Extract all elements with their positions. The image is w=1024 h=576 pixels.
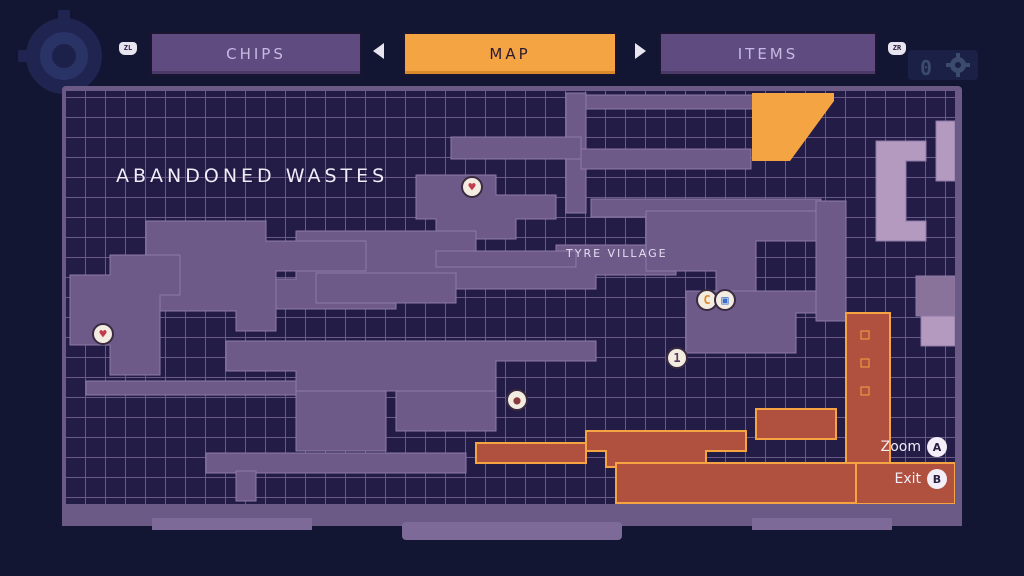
tab-chips[interactable]: CHIPS: [150, 32, 362, 76]
counter-value: 0: [920, 56, 933, 80]
corner-gear-decoration: [18, 10, 102, 94]
player-location-icon: ●: [506, 389, 528, 411]
exit-label: Exit: [894, 471, 921, 487]
zoom-label: Zoom: [880, 439, 921, 455]
menu-tab-bar: ZL CHIPS MAP ITEMS ZR: [0, 0, 1024, 86]
heart-icon[interactable]: ♥: [461, 176, 483, 198]
region-title: ABANDONED WASTES: [116, 165, 389, 187]
counter-panel: [908, 50, 978, 80]
tab-map[interactable]: MAP: [403, 32, 617, 76]
tab-items[interactable]: ITEMS: [659, 32, 877, 76]
heart-icon[interactable]: ♥: [92, 323, 114, 345]
map-frame-base: [62, 504, 962, 540]
b-button-icon: B: [927, 469, 947, 489]
zoom-control[interactable]: Zoom A: [881, 437, 947, 457]
tab-next-arrow-icon[interactable]: [635, 43, 646, 59]
place-label-tyre-village: TYRE VILLAGE: [566, 247, 668, 260]
save-point-icon[interactable]: ▣: [714, 289, 736, 311]
exit-control[interactable]: Exit B: [894, 469, 947, 489]
key-icon[interactable]: 1: [666, 347, 688, 369]
map-rooms: [69, 92, 955, 504]
zl-button-hint: ZL: [119, 42, 137, 55]
map-viewport[interactable]: ABANDONED WASTES TYRE VILLAGE ♥ ♥ C ▣ 1 …: [66, 91, 955, 504]
zr-button-hint: ZR: [888, 42, 906, 55]
a-button-icon: A: [927, 437, 947, 457]
gear-icon: [946, 53, 970, 77]
tab-prev-arrow-icon[interactable]: [373, 43, 384, 59]
